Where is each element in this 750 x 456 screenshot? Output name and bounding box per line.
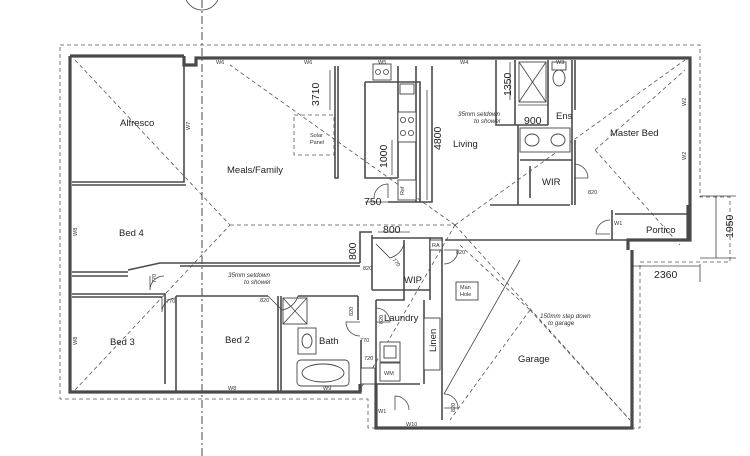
door-770-bed4: 770 [152, 274, 158, 283]
label-panel: Panel [310, 140, 324, 146]
window-w4: W4 [460, 60, 468, 66]
room-label-portico: Portico [646, 225, 676, 236]
dim-3710: 3710 [310, 82, 322, 106]
room-label-meals-family: Meals/Family [227, 165, 283, 176]
label-hole: Hole [460, 292, 471, 298]
note-bath-setdown-line1: 35mm setdown [228, 272, 271, 279]
room-label-bed3: Bed 3 [110, 337, 135, 348]
window-w1-a: W1 [614, 221, 622, 227]
room-label-bath: Bath [319, 336, 339, 347]
note-ens-setdown-line2: to shower [474, 118, 502, 125]
room-label-ens: Ens [556, 111, 573, 122]
dim-4800: 4800 [432, 126, 444, 150]
label-man: Man [460, 285, 471, 291]
room-label-wip: WIP [404, 275, 422, 286]
note-garage-step-line2: to garage [548, 320, 575, 327]
door-770-wip: 770 [390, 257, 401, 268]
room-label-wir: WIR [542, 177, 561, 188]
window-w2-a: W2 [682, 98, 688, 106]
external-walls [68, 54, 692, 430]
room-label-linen: Linen [428, 329, 439, 352]
room-label-garage: Garage [518, 354, 550, 365]
dim-1950: 1950 [724, 214, 736, 238]
window-w8-b: W8 [73, 337, 79, 345]
room-label-master-bed: Master Bed [610, 128, 659, 139]
door-770-laundry: 770 [360, 338, 369, 344]
north-point-icon [185, 0, 219, 456]
label-ref: Ref [400, 186, 406, 195]
window-w3: W3 [556, 60, 564, 66]
dim-1000: 1000 [378, 144, 390, 168]
label-wm: WM [384, 371, 394, 377]
door-820-bath: 820 [349, 307, 355, 316]
door-820-meals: 820 [260, 298, 269, 304]
door-820-laundry: 820 [451, 403, 457, 412]
dim-1350: 1350 [502, 72, 514, 96]
room-label-bed4: Bed 4 [119, 228, 144, 239]
window-w6-b: W6 [304, 60, 312, 66]
dimension-lines [329, 62, 736, 282]
door-720: 720 [364, 356, 373, 362]
door-820-wir: 820 [588, 190, 597, 196]
note-ens-setdown-line1: 35mm setdown [458, 111, 501, 118]
window-w8-c: W8 [228, 386, 236, 392]
room-label-bed2: Bed 2 [225, 335, 250, 346]
window-w9: W9 [323, 386, 331, 392]
window-w7: W7 [186, 122, 192, 130]
window-w8-a: W8 [73, 228, 79, 236]
door-820-garage-top: 820 [456, 250, 465, 256]
window-w1-b: W1 [378, 409, 386, 415]
dim-2360: 2360 [654, 269, 678, 281]
room-label-laundry: Laundry [384, 313, 419, 324]
door-swings [149, 163, 611, 411]
door-820-hall: 820 [363, 266, 372, 272]
note-bath-setdown-line2: to shower [244, 279, 272, 286]
window-w6-a: W6 [216, 60, 224, 66]
dim-900: 900 [524, 115, 542, 127]
window-w2-b: W2 [682, 152, 688, 160]
window-w5: W5 [378, 60, 386, 66]
door-820-wip: 820 [379, 315, 385, 324]
dim-800-horizontal: 800 [383, 224, 401, 236]
door-770-bed3: 770 [166, 299, 175, 305]
label-solar: Solar [310, 133, 323, 139]
room-label-alfresco: Alfresco [120, 118, 154, 129]
internal-walls [72, 60, 688, 420]
note-garage-step-line1: 150mm step down [540, 313, 591, 320]
dim-800-vertical: 800 [347, 242, 359, 260]
dim-750: 750 [364, 196, 382, 208]
room-label-living: Living [453, 139, 478, 150]
label-ra: RA [432, 243, 440, 249]
window-w10: W10 [406, 422, 417, 428]
